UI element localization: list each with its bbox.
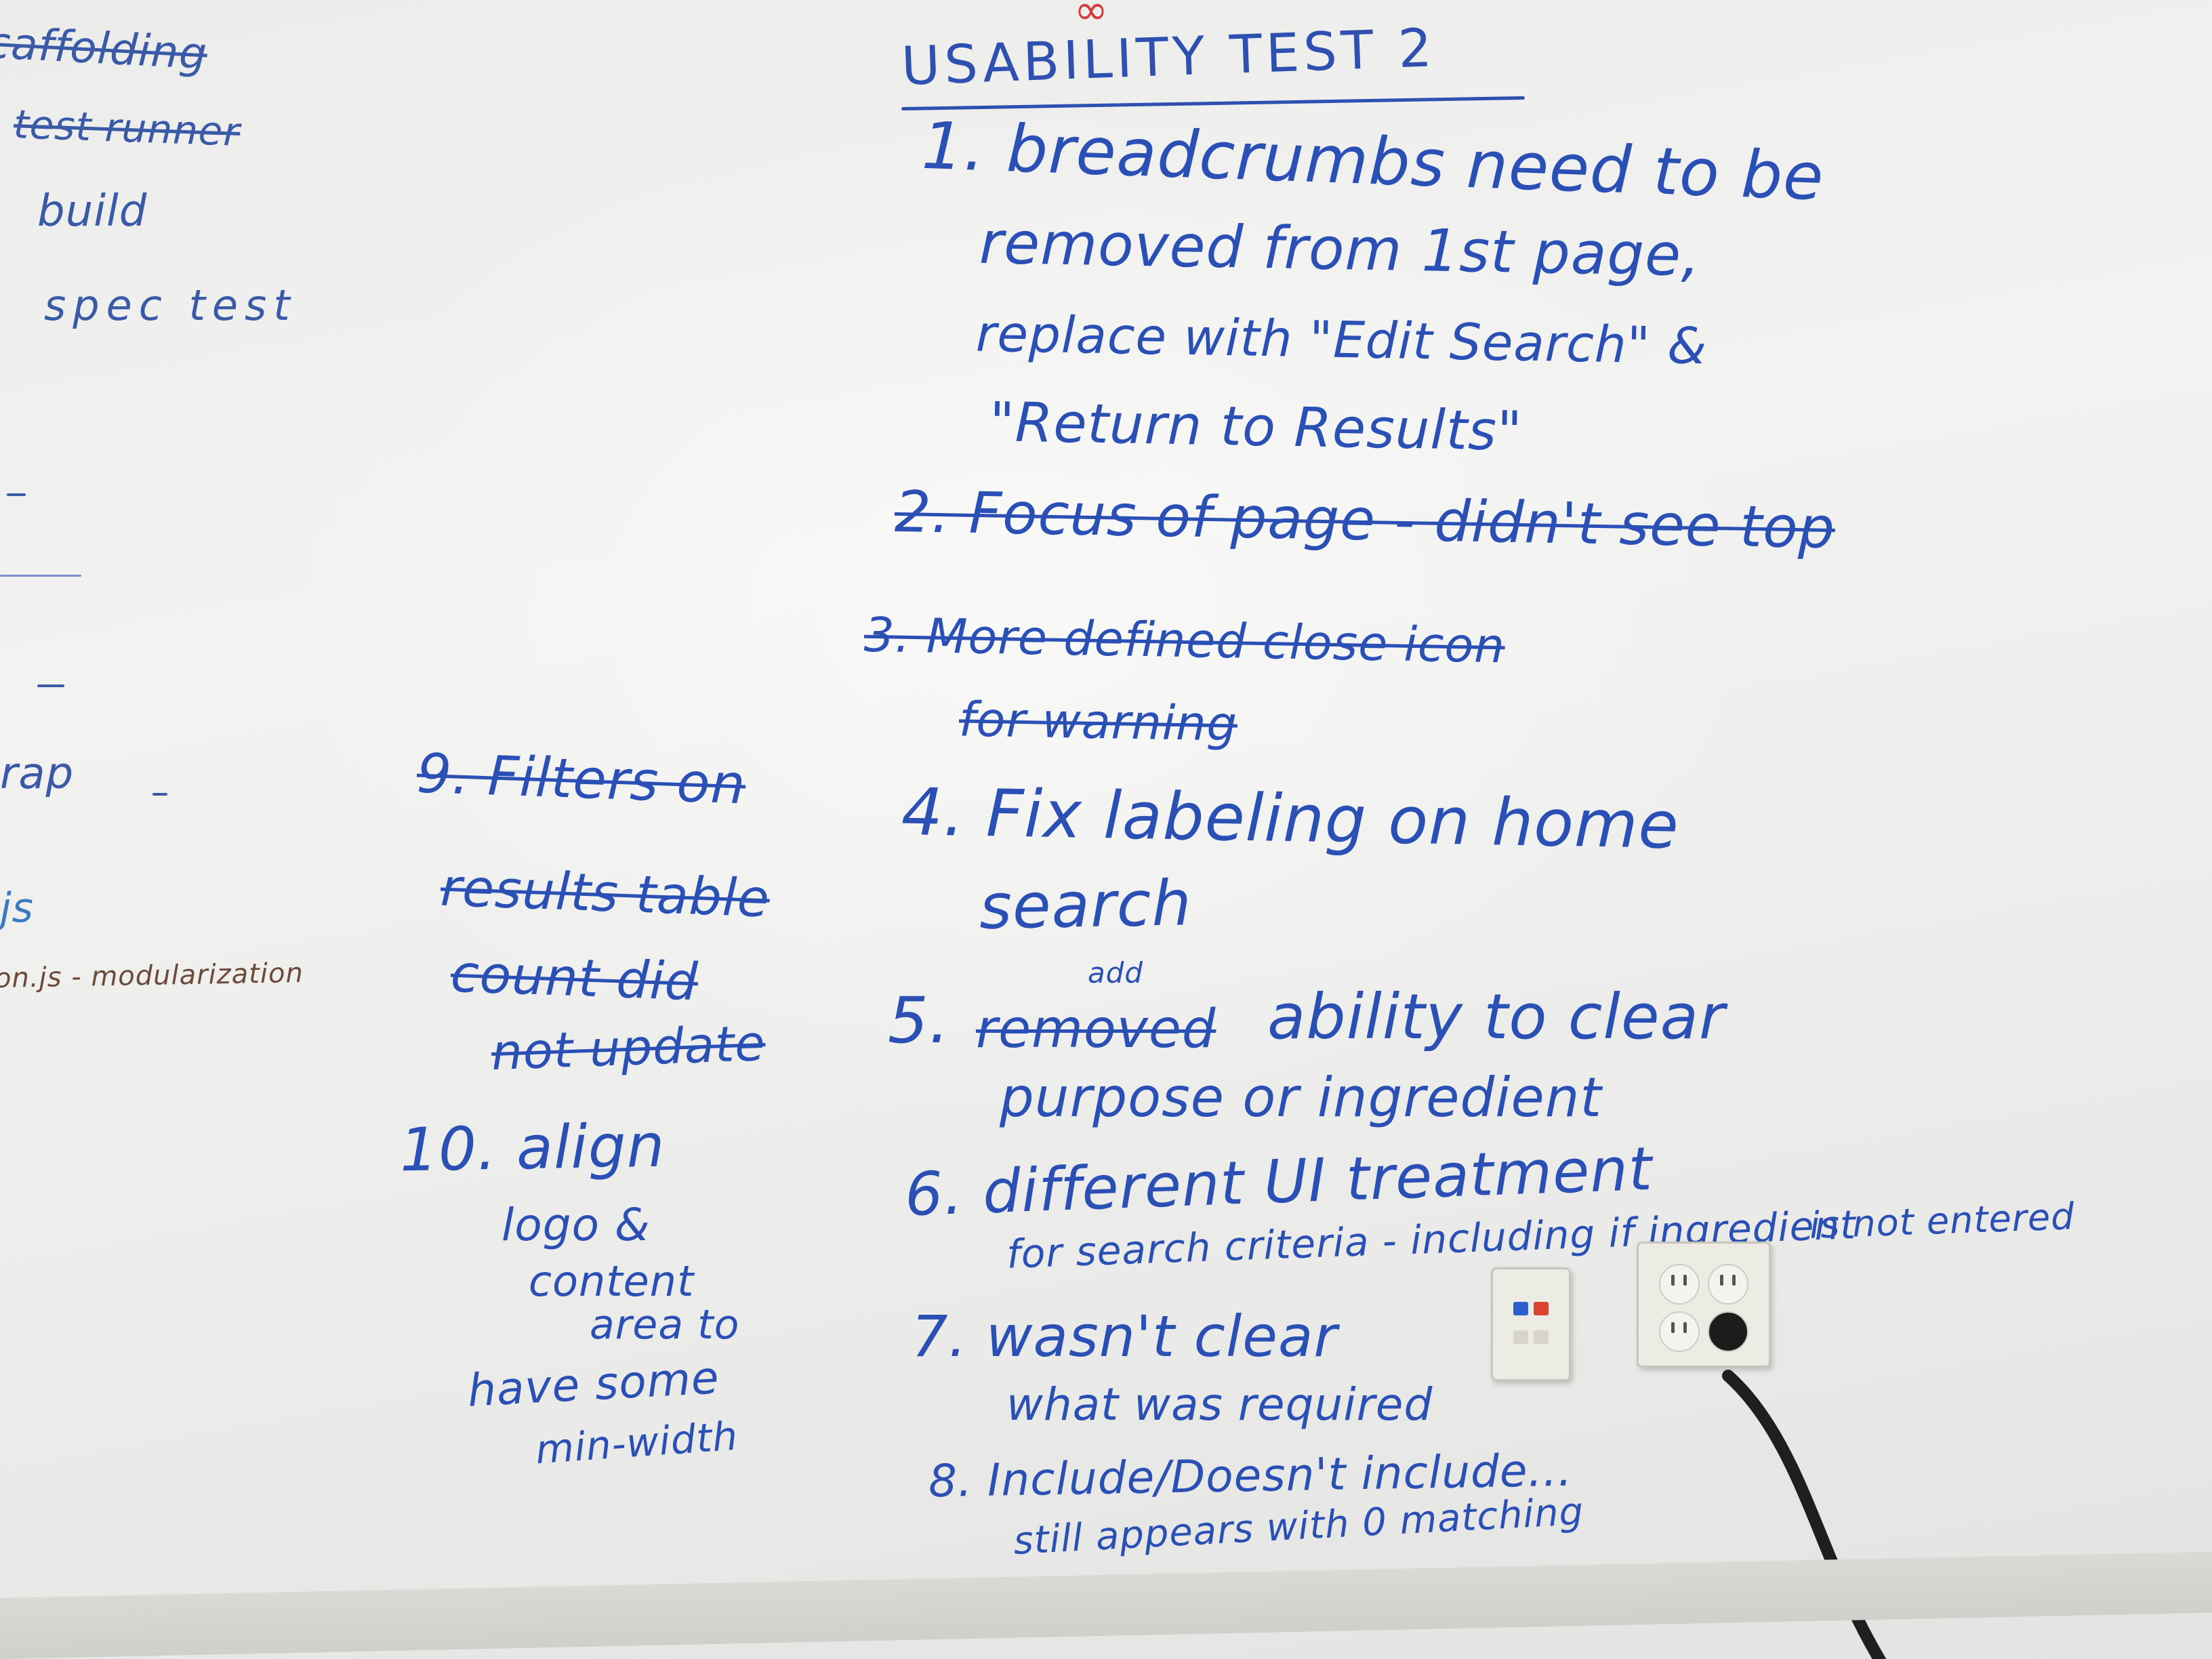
note-10-line-2: logo & [501,1199,651,1251]
item-1-line-1: 1. breadcrumbs need to be [920,107,1826,216]
left-dash [37,684,64,687]
note-9-line-2: results table [439,857,771,929]
left-dash [152,793,167,796]
outlet-receptacle [1708,1264,1748,1305]
outlet-receptacle [1659,1264,1700,1305]
blank-jack [1534,1330,1549,1344]
item-5-line-1: ability to clear [1267,981,1725,1053]
note-9-line-1: 9. Filters on [415,741,747,817]
left-rule [0,575,81,577]
item-4-line-2: search [979,867,1193,943]
item-7-line-1: 7. wasn't clear [912,1303,1338,1370]
note-10-line-3: content [529,1256,695,1306]
item-5-line-2: purpose or ingredient [1000,1066,1602,1129]
item-6-line-1: 6. different UI treatment [903,1133,1654,1230]
network-jack-plate [1491,1267,1571,1381]
left-note-build: build [37,186,148,237]
plug [1708,1311,1748,1352]
power-outlet-plate [1637,1242,1771,1368]
left-note-js: js [0,884,34,932]
item-5-struck-word: removed [976,999,1216,1060]
left-dash [7,493,26,496]
item-3-line-1: 3. More defined close icon [863,607,1506,674]
blue-jack [1513,1302,1528,1315]
item-3-line-2: for warning [958,691,1238,752]
item-6-line-3: is not entered [1809,1195,2076,1247]
note-10-line-5: have some [466,1351,721,1417]
left-note-spec-test: spec test [44,281,297,330]
note-10-line-4: area to [590,1301,740,1349]
red-jack [1534,1302,1549,1315]
item-1-line-3: replace with "Edit Search" & [975,304,1708,376]
note-9-line-4: not update [490,1014,766,1082]
item-1-line-4: "Return to Results" [989,390,1523,463]
red-marker-scribble: ∞ [1074,0,1108,34]
item-5-number: 5. [888,984,950,1058]
left-note-modularization: on.js - modularization [0,958,304,994]
title-underline [901,96,1525,111]
note-10-line-6: min-width [533,1412,740,1473]
blank-jack [1513,1330,1528,1344]
left-note-scaffolding: caffolding [0,18,209,80]
left-note-test-runner: test runner [12,101,241,155]
item-4-line-1: 4. Fix labeling on home [901,773,1680,864]
item-7-line-2: what was required [1006,1378,1433,1431]
item-5-insert-word: add [1088,956,1144,989]
item-1-line-2: removed from 1st page, [979,209,1702,290]
note-9-line-3: count did [449,943,699,1012]
item-2: 2. Focus of page - didn't see top [894,478,1836,562]
note-10-line-1: 10. align [399,1110,666,1185]
outlet-receptacle [1659,1311,1700,1352]
board-title: USABILITY TEST 2 [900,18,1437,98]
left-note-rap: rap [0,749,75,799]
